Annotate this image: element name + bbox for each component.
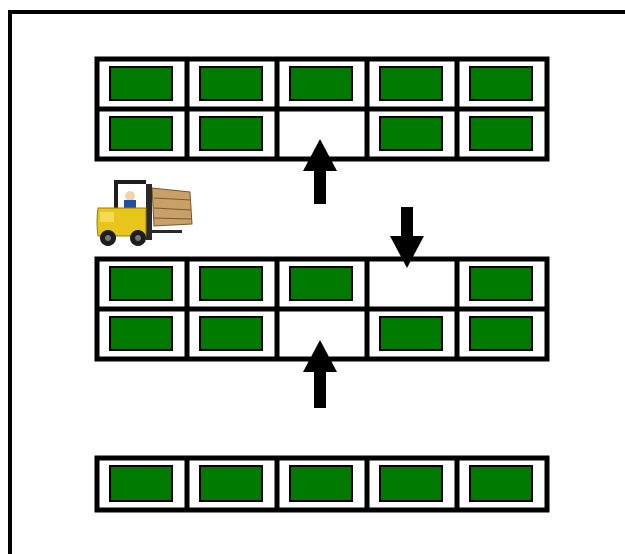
warehouse-wall (8, 10, 625, 554)
rack-outline (94, 455, 550, 513)
arrows (303, 139, 424, 408)
pallet (379, 66, 443, 101)
rack-slot (364, 256, 460, 312)
pallet (379, 465, 443, 502)
pallet (379, 116, 443, 151)
pallet (109, 266, 173, 301)
pallet (109, 116, 173, 151)
pallet (109, 465, 173, 502)
pallet (109, 316, 173, 351)
pallet (289, 465, 353, 502)
pallet (199, 116, 263, 151)
pallet (469, 116, 533, 151)
forklift-icon (96, 180, 193, 246)
pallet (199, 266, 263, 301)
pallet (109, 66, 173, 101)
arrow-down-middle (390, 207, 424, 268)
forklift-load (151, 187, 193, 227)
rack-middle (94, 256, 550, 362)
pallet (289, 266, 353, 301)
pallet (469, 266, 533, 301)
pallet (199, 465, 263, 502)
pallet (199, 316, 263, 351)
pallet (199, 66, 263, 101)
pallet (289, 66, 353, 101)
pallet (469, 465, 533, 502)
rack-bottom (94, 455, 550, 513)
pallet (379, 316, 443, 351)
rack-top (94, 56, 550, 162)
arrow-up-bottom (303, 340, 337, 408)
arrow-up-top (303, 139, 337, 204)
forklift-mast (146, 184, 152, 240)
racks (94, 56, 550, 513)
pallet (469, 316, 533, 351)
pallet (469, 66, 533, 101)
